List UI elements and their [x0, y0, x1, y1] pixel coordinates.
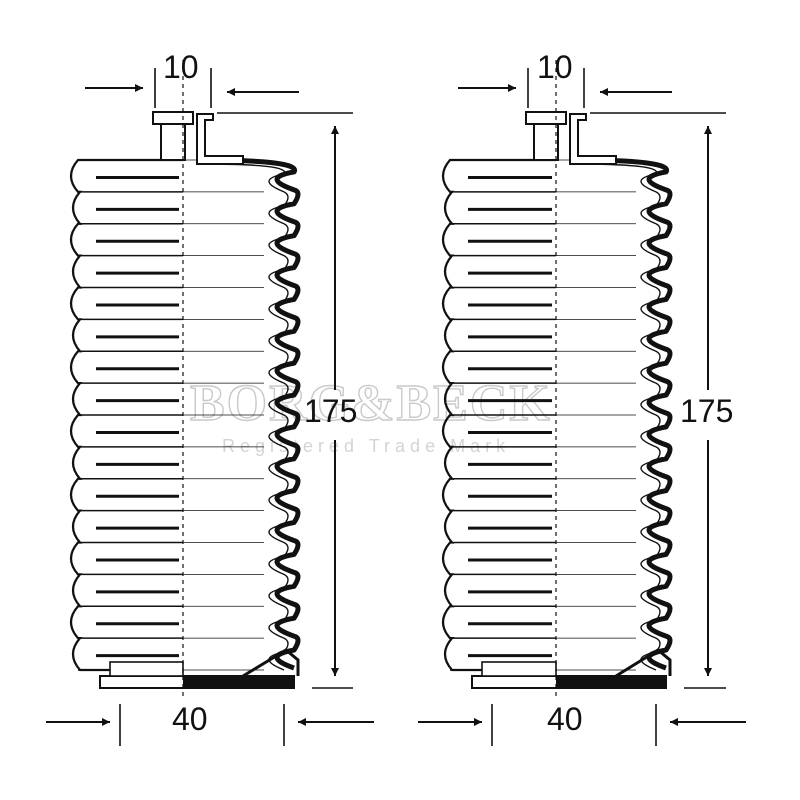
boot-body-right	[418, 60, 746, 746]
base-lip	[615, 648, 672, 678]
boot-body-left	[46, 60, 374, 746]
top-arrow-left-head	[508, 84, 516, 92]
bottom-arrow-left-head	[102, 718, 110, 726]
watermark: BORG&BECK Registered Trade Mark	[189, 374, 552, 456]
height-arrow-up-head	[331, 126, 339, 134]
base-section	[556, 676, 666, 688]
neck-flange	[525, 111, 567, 125]
section-profile	[573, 157, 673, 671]
top-width-label: 10	[163, 49, 199, 85]
height-arrow-down-head	[331, 668, 339, 676]
bottom-arrow-right-head	[298, 718, 306, 726]
bottom-arrow-left-head	[474, 718, 482, 726]
top-arrow-right-head	[600, 88, 608, 96]
top-width-label: 10	[537, 49, 573, 85]
section-profile-inner	[200, 163, 289, 671]
neck-section	[569, 113, 617, 165]
watermark-subtitle: Registered Trade Mark	[222, 436, 510, 456]
boot-diagram-right: 10 175 40	[418, 49, 746, 746]
section-profile-inner	[573, 163, 661, 671]
base-section	[183, 676, 294, 688]
watermark-brand: BORG&BECK	[190, 375, 552, 432]
height-arrow-up-head	[704, 126, 712, 134]
base-step	[109, 661, 184, 677]
neck-tube	[160, 123, 186, 161]
height-label: 175	[304, 393, 357, 429]
neck-tube	[533, 123, 559, 161]
bottom-width-label: 40	[172, 701, 208, 737]
height-label: 175	[680, 393, 733, 429]
boot-diagram-left: 10 175 40	[46, 49, 374, 746]
top-arrow-left-head	[135, 84, 143, 92]
base-lip	[242, 648, 300, 678]
neck-flange	[152, 111, 194, 125]
height-arrow-down-head	[704, 668, 712, 676]
section-profile	[200, 157, 301, 671]
bottom-arrow-right-head	[670, 718, 678, 726]
top-arrow-right-head	[227, 88, 235, 96]
bottom-width-label: 40	[547, 701, 583, 737]
base-step	[481, 661, 557, 677]
neck-section	[196, 113, 244, 165]
